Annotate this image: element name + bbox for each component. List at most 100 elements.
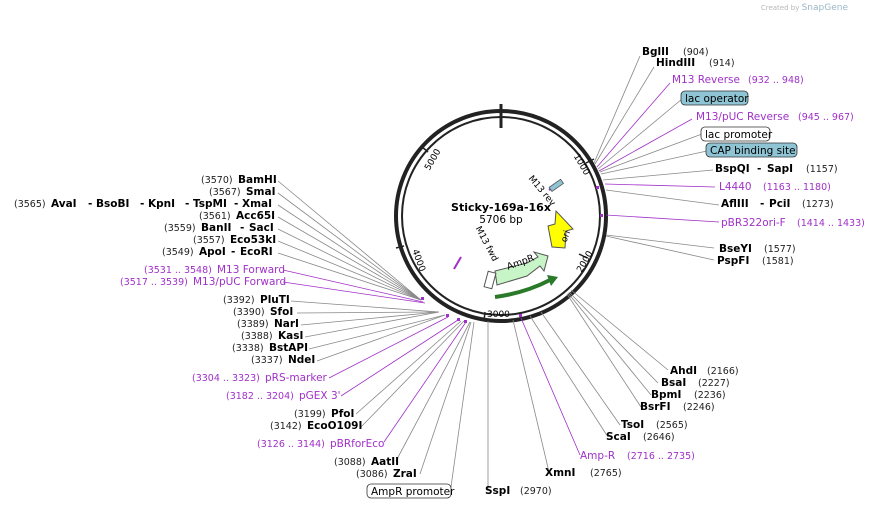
tick-1000 [585, 158, 595, 164]
tick-3000 [483, 311, 486, 322]
pos-xmni: (2765) [590, 468, 622, 479]
label-pbr322ori: pBR322ori-F [721, 217, 786, 229]
label-zrai: ZraI [393, 468, 417, 480]
pos-pbrforeco: (3126 .. 3144) [257, 439, 325, 450]
label-tsoi: TsoI [621, 419, 644, 431]
label-aatii: AatII [371, 456, 399, 468]
pos-m13-reverse: (932 .. 948) [748, 75, 804, 86]
label-cap-site: CAP binding site [710, 145, 796, 157]
label-bspqi: BspQI [715, 163, 750, 175]
label-hindiii: HindIII [656, 57, 695, 69]
label-saci: SacI [249, 222, 274, 234]
ampr-primer-arrowhead [547, 275, 558, 286]
sep-afliii: - [760, 198, 764, 210]
label-pfoi: PfoI [331, 408, 354, 420]
label-sapi: SapI [767, 163, 793, 175]
pos-bglii: (904) [683, 47, 709, 58]
pos-m13-forward: (3531 .. 3548) [144, 265, 212, 276]
m13-fwd-mark [453, 256, 462, 270]
label-m13-reverse: M13 Reverse [672, 74, 740, 86]
label-bsrfi: BsrFI [640, 401, 671, 413]
label-bpmi: BpmI [651, 389, 681, 401]
lac-promoter-box [700, 126, 771, 142]
ori-arrow [547, 209, 574, 249]
pos-pspfi: (1581) [762, 256, 794, 267]
pos-pcii: (1273) [802, 199, 834, 210]
pos-eco53ki: (3557) [193, 235, 225, 246]
label-sspi: SspI [485, 485, 510, 497]
label-bsobi: BsoBI [96, 198, 129, 210]
pos-pbr322ori: (1414 .. 1433) [797, 218, 865, 229]
pos-pluti: (3392) [223, 295, 255, 306]
sep-6: - [231, 246, 235, 258]
pos-sfoi: (3390) [233, 307, 265, 318]
label-bstapi: BstAPI [269, 342, 308, 354]
label-ecori: EcoRI [240, 246, 273, 258]
pos-m13-puc-forward: (3517 .. 3539) [120, 277, 188, 288]
ampr-arrow [494, 251, 549, 286]
ruler-3000: 3000 [487, 310, 510, 320]
pos-kasi: (3388) [241, 331, 273, 342]
tick-5000 [420, 145, 429, 153]
site-markers [421, 186, 603, 323]
label-tspmi: TspMI [193, 198, 227, 210]
ori-label: ori [560, 229, 573, 243]
snapgene-credit: Created by SnapGene [761, 3, 848, 13]
label-eco53ki: Eco53kI [230, 234, 276, 246]
label-apoi: ApoI [199, 246, 226, 258]
label-xmai: XmaI [242, 198, 272, 210]
label-bglii: BglII [642, 46, 669, 58]
label-ndei: NdeI [288, 354, 315, 366]
pos-bseyi: (1577) [764, 244, 796, 255]
label-xmni: XmnI [545, 467, 575, 479]
pos-avai: (3565) [14, 199, 46, 210]
label-m13-puc-forward: M13/pUC Forward [193, 276, 286, 288]
tick-2000 [578, 253, 588, 259]
pos-eco109i: (3142) [270, 421, 302, 432]
snapgene-logo-text: SnapGene [801, 3, 848, 13]
label-nari: NarI [274, 318, 299, 330]
pos-hindiii: (914) [709, 58, 735, 69]
pos-smai: (3567) [209, 187, 241, 198]
lac-site-mark [548, 178, 565, 193]
ampr-promoter-box [483, 270, 497, 290]
leader-lines-left [277, 180, 475, 488]
pos-pfoi: (3199) [294, 409, 326, 420]
label-sfoi: SfoI [270, 306, 293, 318]
sep-5: - [240, 222, 244, 234]
pos-scai: (2646) [643, 432, 675, 443]
m13-fwd-label: M13 fwd [473, 225, 500, 263]
pos-bamhi: (3570) [201, 175, 233, 186]
ampr-primer-arrow [494, 278, 551, 299]
sep-3: - [185, 198, 189, 210]
label-prs-marker: pRS-marker [265, 372, 328, 384]
sep-2: - [140, 198, 144, 210]
plasmid-length: 5706 bp [479, 214, 523, 226]
label-l4440: L4440 [719, 181, 752, 193]
pos-ndei: (3337) [251, 355, 283, 366]
label-pbrforeco: pBRforEco [330, 438, 384, 450]
leader-lines-right [487, 55, 720, 489]
pos-ahdi: (2166) [707, 366, 739, 377]
sep-bspqi: - [757, 163, 761, 175]
label-bseyi: BseYI [719, 243, 752, 255]
label-eco109i: EcoO109I [307, 420, 362, 432]
label-amp-r: Amp-R [580, 450, 615, 462]
pos-sspi: (2970) [520, 486, 552, 497]
pos-zrai: (3086) [356, 469, 388, 480]
label-bsai: BsaI [661, 377, 686, 389]
pos-m13-puc-reverse: (945 .. 967) [798, 112, 854, 123]
label-bamhi: BamHI [238, 174, 277, 186]
label-kpni: KpnI [148, 198, 175, 210]
cap-site-box [705, 142, 798, 158]
label-acc65i: Acc65I [236, 210, 275, 222]
pos-bsrfi: (2246) [683, 402, 715, 413]
pos-aatii: (3088) [334, 457, 366, 468]
pos-tsoi: (2565) [656, 420, 688, 431]
label-pgex: pGEX 3' [299, 390, 341, 402]
pos-bpmi: (2236) [694, 390, 726, 401]
lac-operator-box [680, 90, 749, 106]
pos-banii: (3559) [164, 223, 196, 234]
tick-4000 [395, 245, 405, 249]
